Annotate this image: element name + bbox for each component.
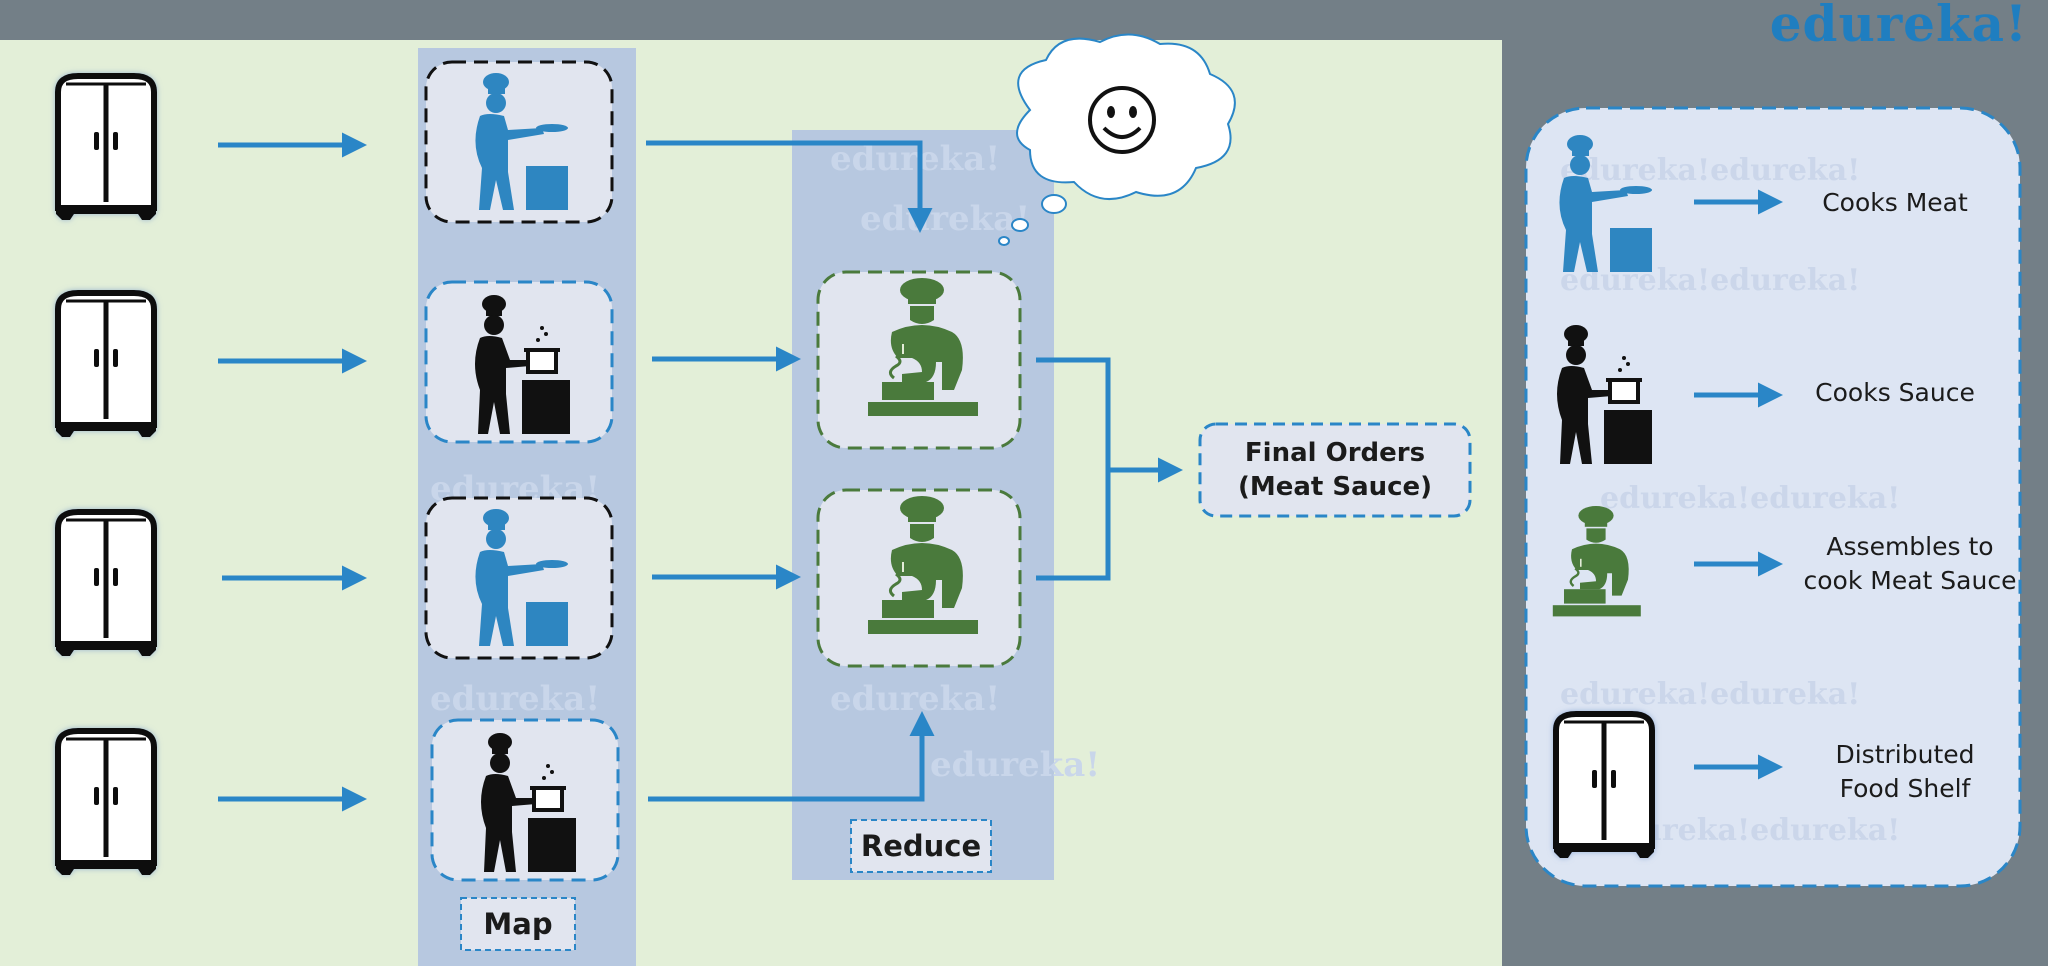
map-label-box bbox=[460, 897, 576, 951]
legend-item-food-shelf: Distributed Food Shelf bbox=[1780, 738, 2030, 806]
svg-text:edureka!: edureka! bbox=[860, 199, 1030, 239]
svg-text:edureka!edureka!: edureka!edureka! bbox=[1560, 153, 1860, 188]
svg-text:edureka!edureka!: edureka!edureka! bbox=[1560, 263, 1860, 298]
final-orders-label: Final Orders (Meat Sauce) bbox=[1200, 424, 1470, 516]
legend-panel bbox=[1524, 106, 2022, 888]
shelf-1 bbox=[56, 76, 156, 220]
svg-text:edureka!edureka!: edureka!edureka! bbox=[1560, 677, 1860, 712]
legend-text-line: Assembles to bbox=[1826, 532, 1994, 561]
final-orders-box bbox=[1198, 422, 1472, 518]
shelf-3 bbox=[56, 512, 156, 656]
reduce-label-box bbox=[850, 819, 992, 873]
legend-text-line: Cooks Sauce bbox=[1815, 378, 1975, 407]
legend-text-line: Food Shelf bbox=[1839, 774, 1971, 803]
legend-food-shelf-icon bbox=[1554, 714, 1654, 858]
legend-item-assembles: Assembles to cook Meat Sauce bbox=[1780, 530, 2040, 598]
map-task-3 bbox=[424, 496, 614, 660]
svg-text:edureka!: edureka! bbox=[830, 679, 1000, 719]
svg-text:edureka!: edureka! bbox=[830, 139, 1000, 179]
legend-item-cooks-sauce: Cooks Sauce bbox=[1780, 376, 2010, 410]
shelf-4 bbox=[56, 731, 156, 875]
final-orders-line2: (Meat Sauce) bbox=[1237, 472, 1433, 502]
reduce-to-output-arrows bbox=[1036, 357, 1183, 581]
shelf-to-map-arrows bbox=[218, 132, 367, 812]
brand-logo: edureka! bbox=[1769, 0, 2028, 53]
final-orders-line1: Final Orders bbox=[1244, 438, 1426, 468]
legend-watermark: edureka!edureka! edureka!edureka! edurek… bbox=[1560, 153, 1900, 848]
svg-text:edureka!edureka!: edureka!edureka! bbox=[1600, 481, 1900, 516]
map-stage-label: Map bbox=[483, 907, 553, 941]
svg-text:edureka!: edureka! bbox=[930, 745, 1100, 785]
svg-text:edureka!: edureka! bbox=[430, 679, 600, 719]
legend-item-cooks-meat: Cooks Meat bbox=[1780, 186, 2010, 220]
map-to-reduce-arrows bbox=[646, 140, 935, 802]
legend-text-line: Cooks Meat bbox=[1822, 188, 1968, 217]
smiley-icon bbox=[1088, 86, 1156, 154]
reduce-stage-label: Reduce bbox=[860, 829, 982, 863]
legend-text-line: Distributed bbox=[1835, 740, 1975, 769]
legend-arrows bbox=[1694, 189, 1783, 780]
map-task-1 bbox=[424, 60, 614, 224]
shelf-2 bbox=[56, 293, 156, 437]
legend-text-line: cook Meat Sauce bbox=[1803, 566, 2017, 595]
